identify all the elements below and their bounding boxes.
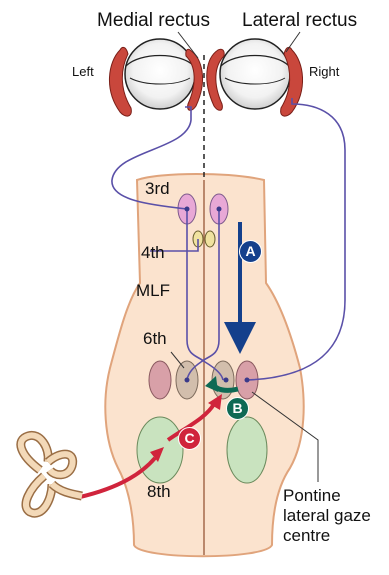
dot-6th-right	[224, 378, 229, 383]
dot-3rd-right	[217, 207, 222, 212]
inner-ear	[21, 435, 82, 513]
label-left: Left	[72, 65, 94, 78]
badge-c: C	[178, 427, 201, 450]
label-lateral-rectus: Lateral rectus	[242, 11, 357, 30]
badge-b: B	[226, 397, 249, 420]
label-mlf: MLF	[136, 282, 170, 299]
dot-3rd-left	[185, 207, 190, 212]
dot-pontine	[245, 378, 250, 383]
badge-a: A	[239, 240, 262, 263]
label-nucleus-4th: 4th	[141, 244, 165, 261]
nucleus-4th-right	[205, 231, 215, 247]
label-right: Right	[309, 65, 339, 78]
label-nucleus-6th: 6th	[143, 330, 167, 347]
label-nucleus-8th: 8th	[147, 483, 171, 500]
dot-6th-left	[185, 378, 190, 383]
nucleus-8th-right	[227, 417, 267, 483]
label-pontine-1: Pontine	[283, 487, 341, 504]
left-eye	[109, 39, 202, 116]
label-medial-rectus: Medial rectus	[97, 11, 210, 30]
right-eye	[207, 39, 303, 116]
label-pontine-3: centre	[283, 527, 330, 544]
nucleus-left-outer	[149, 361, 171, 399]
lateral-rectus-leader	[286, 32, 300, 52]
label-nucleus-3rd: 3rd	[145, 180, 170, 197]
label-pontine-2: lateral gaze	[283, 507, 371, 524]
